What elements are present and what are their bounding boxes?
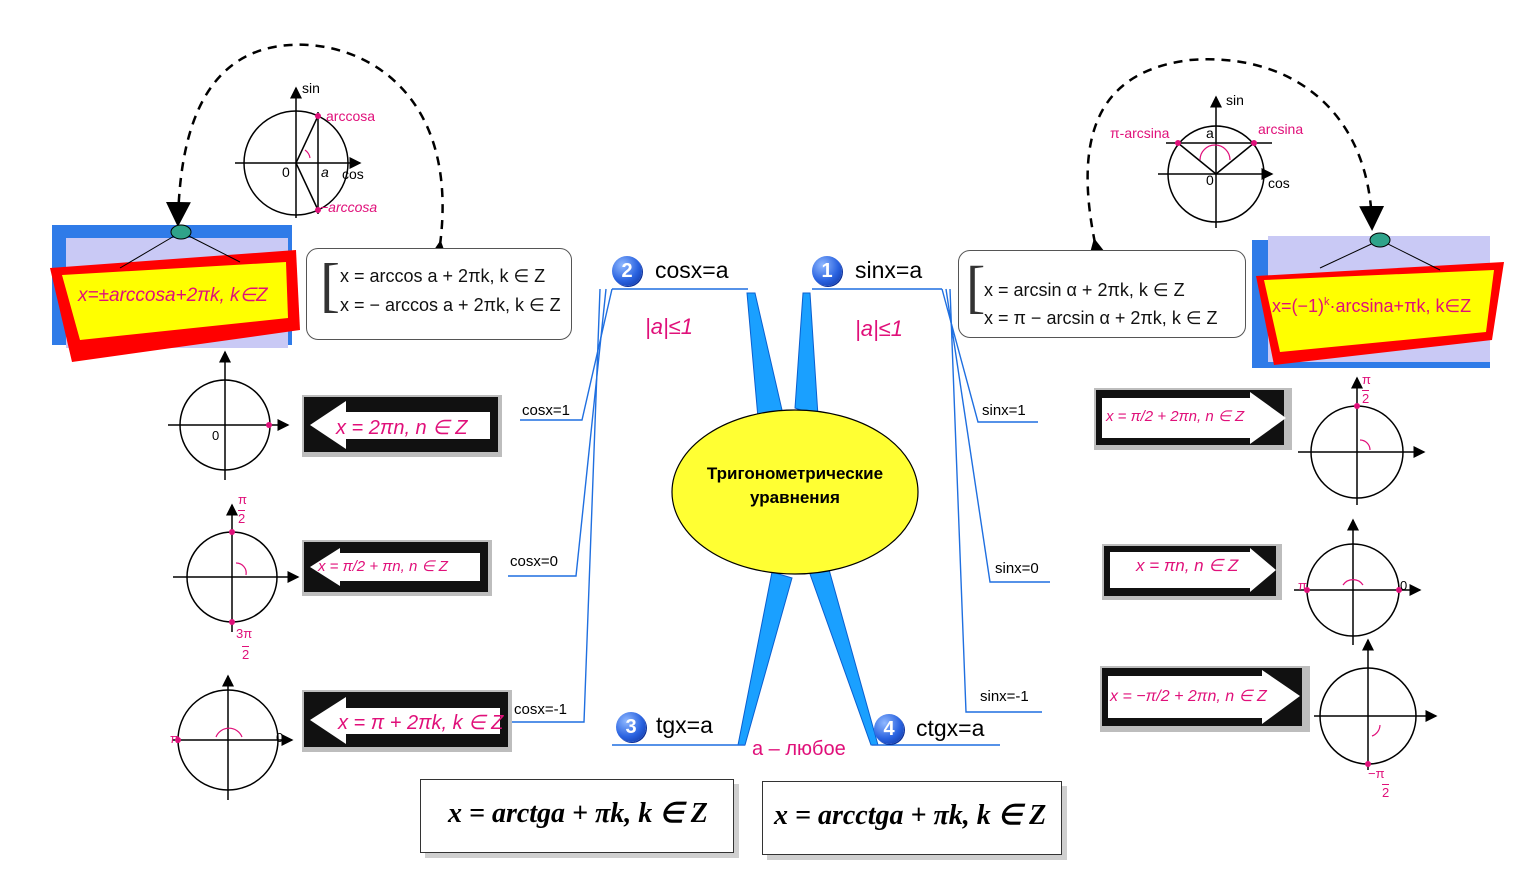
sin-banner-shape (1252, 232, 1504, 368)
circle-cos0-3pi-den: 2 (242, 646, 250, 662)
circle-cos-1-pi: π (170, 731, 179, 746)
wedge-cos (746, 292, 783, 419)
center-title-line2: уравнения (750, 488, 840, 507)
branch-cos-eq: cosx=a (655, 257, 729, 283)
sin-system-box (958, 250, 1246, 338)
sin-circle-a: a (1206, 125, 1214, 141)
branch-tg-eq: tgx=a (656, 712, 713, 738)
cos-system-box (306, 248, 572, 340)
dashed-arrow-right (1086, 58, 1385, 266)
label-cos0: cosx=0 (510, 553, 558, 570)
sin-circle-zero: 0 (1206, 172, 1214, 188)
circle-cos1-zero: 0 (212, 428, 220, 443)
solution-cos-1: x = π + 2πk, k ∈ Z (338, 712, 504, 734)
label-cos-1: cosx=-1 (514, 701, 567, 718)
circle-sin1-pi: π (1362, 372, 1371, 387)
circle-cos0-3pi: 3π (236, 626, 253, 641)
circle-cos0-pi: π (238, 492, 247, 507)
sin-unit-circle (1158, 95, 1274, 228)
cos-condition: |a|≤1 (645, 314, 693, 339)
sin-banner-text: x=(−1)k·arcsina+πk, k∈Z (1272, 296, 1471, 317)
center-ellipse (671, 409, 919, 575)
badge-2: 2 (612, 256, 642, 286)
circle-cos-1-zero: 0 (276, 730, 284, 745)
arrow-box-cos-1 (302, 690, 512, 752)
sin-system-line2: x = π − arcsin α + 2πk, k ∈ Z (984, 308, 1218, 328)
label-cos1: cosx=1 (522, 402, 570, 419)
circle-cos0-pi-den: 2 (238, 510, 246, 526)
arrow-box-sin0 (1102, 544, 1282, 600)
cos-unit-circle (235, 86, 362, 218)
solution-sin0: x = πn, n ∈ Z (1136, 556, 1239, 575)
solution-sin-1: x = −π/2 + 2πn, n ∈ Z (1110, 688, 1267, 705)
sin-circle-pi-minus-arcsin: π-arcsina (1110, 125, 1170, 141)
branch-sin-eq: sinx=a (855, 257, 923, 283)
branch-ctg-eq: ctgx=a (916, 715, 985, 741)
sin-banner-pre: x=(−1) (1272, 296, 1325, 316)
arrow-box-cos1 (302, 395, 502, 457)
badge-3: 3 (616, 712, 646, 742)
cos-system-bracket: [ (320, 252, 340, 318)
dashed-arrow-left (165, 43, 450, 267)
sin-system-bracket: [ (966, 254, 986, 319)
cos-circle-a: a (321, 164, 329, 180)
cos-circle-arccos: arccosa (326, 108, 376, 124)
circle-sin0-zero: 0 (1400, 578, 1408, 593)
wedge-tg (737, 571, 793, 746)
wedge-sin (794, 292, 819, 417)
cos-banner-text: x=±arccosa+2πk, k∈Z (78, 285, 268, 306)
solution-cos1: x = 2πn, n ∈ Z (336, 417, 468, 439)
badge-4: 4 (874, 714, 904, 744)
cos-system-line1: x = arccos a + 2πk, k ∈ Z (340, 266, 546, 286)
circle-sin-1-minus-pi: −π (1368, 766, 1385, 781)
a-any-label: a – любое (752, 738, 846, 760)
arrow-box-sin1 (1094, 388, 1292, 450)
label-sin-1: sinx=-1 (980, 688, 1029, 705)
arrow-box-cos0 (302, 540, 492, 596)
badge-1: 1 (812, 256, 842, 286)
wedge-ctg (809, 565, 879, 746)
ctg-formula-box (762, 781, 1062, 855)
arrow-box-sin-1 (1100, 666, 1310, 732)
circle-sin0-pi: π (1298, 578, 1307, 593)
sin-circle-sin-axis: sin (1226, 92, 1244, 108)
center-title-line1: Тригонометрические (706, 464, 884, 483)
label-sin0: sinx=0 (995, 560, 1039, 577)
cos-system-line2: x = − arccos a + 2πk, k ∈ Z (340, 295, 561, 315)
tg-formula: x = arctga + πk, k ∈ Z (448, 798, 708, 829)
cos-circle-sin-axis: sin (302, 80, 320, 96)
ctg-formula: x = arcctga + πk, k ∈ Z (774, 800, 1047, 831)
sin-system-line1: x = arcsin α + 2πk, k ∈ Z (984, 280, 1185, 300)
solution-cos0: x = π/2 + πn, n ∈ Z (318, 558, 448, 575)
sin-condition: |a|≤1 (855, 316, 903, 341)
solution-sin1: x = π/2 + 2πn, n ∈ Z (1106, 408, 1245, 425)
label-sin1: sinx=1 (982, 402, 1026, 419)
sin-banner-post: ·arcsina+πk, k∈Z (1329, 296, 1472, 316)
sin-circle-cos-axis: cos (1268, 175, 1290, 191)
center-title: Тригонометрические уравнения (672, 464, 918, 508)
cos-banner-shape (50, 224, 300, 362)
cos-circle-zero: 0 (282, 164, 290, 180)
sin-circle-arcsin: arcsina (1258, 121, 1304, 137)
circle-sin-1-pi-den: 2 (1382, 784, 1390, 800)
sin-banner-sup: k (1324, 296, 1330, 308)
tg-formula-box (420, 779, 734, 853)
cos-circle-minus-arccos: −arccosa (320, 199, 378, 215)
circle-sin1-pi-den: 2 (1362, 390, 1370, 406)
cos-circle-cos-axis: cos (342, 166, 364, 182)
